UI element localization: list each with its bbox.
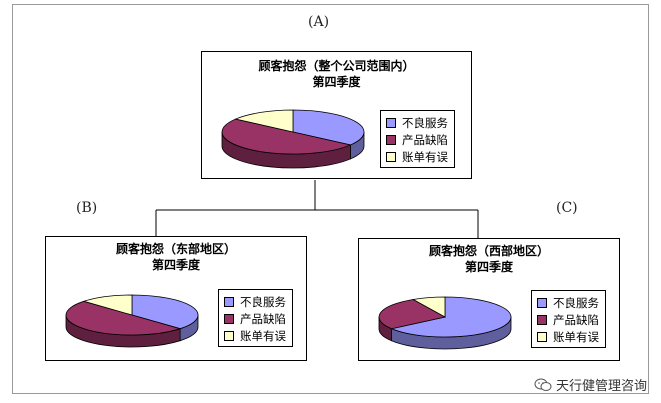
pie-chart <box>378 296 512 350</box>
legend-label: 产品缺陷 <box>240 311 286 326</box>
watermark: 天行健管理咨询 <box>534 375 647 394</box>
legend-item: 不良服务 <box>537 294 599 311</box>
legend-label: 账单有误 <box>240 328 286 343</box>
chart-subtitle: 第四季度 <box>151 258 200 272</box>
legend-label: 不良服务 <box>402 115 448 130</box>
legend-swatch <box>224 313 234 324</box>
chart-subtitle: 第四季度 <box>464 260 513 274</box>
pie-chart <box>221 109 365 169</box>
chart-legend: 不良服务产品缺陷账单有误 <box>531 290 606 348</box>
chart-west-region: 顾客抱怨（西部地区） 第四季度 不良服务产品缺陷账单有误 <box>358 238 620 361</box>
legend-swatch <box>537 331 547 342</box>
legend-item: 产品缺陷 <box>224 310 286 327</box>
panel-label-c: (C) <box>556 200 578 216</box>
panel-label-b: (B) <box>76 200 98 216</box>
pie-slice-产品缺陷 <box>221 118 352 155</box>
legend-swatch <box>537 314 547 325</box>
legend-swatch <box>224 296 234 307</box>
legend-label: 不良服务 <box>240 294 286 309</box>
legend-item: 产品缺陷 <box>537 311 599 328</box>
chart-company-wide: 顾客抱怨（整个公司范围内） 第四季度 不良服务产品缺陷账单有误 <box>201 51 472 179</box>
legend-label: 账单有误 <box>553 329 599 344</box>
wechat-icon <box>534 378 552 391</box>
legend-item: 产品缺陷 <box>386 131 448 148</box>
pie-slice-产品缺陷 <box>378 299 447 330</box>
watermark-text: 天行健管理咨询 <box>555 379 647 394</box>
legend-item: 不良服务 <box>224 293 286 310</box>
legend-item: 账单有误 <box>537 328 599 345</box>
legend-label: 不良服务 <box>553 295 599 310</box>
chart-title: 顾客抱怨（东部地区） <box>115 242 236 256</box>
legend-swatch <box>386 117 396 128</box>
legend-label: 产品缺陷 <box>553 312 599 327</box>
pie-slice-账单有误 <box>234 109 294 133</box>
chart-title-block: 顾客抱怨（西部地区） 第四季度 <box>359 243 619 275</box>
pie-slice-产品缺陷 <box>65 300 182 336</box>
legend-item: 不良服务 <box>386 114 448 131</box>
pie-slice-账单有误 <box>412 296 446 318</box>
legend-item: 账单有误 <box>386 148 448 165</box>
legend-item: 账单有误 <box>224 327 286 344</box>
legend-swatch <box>386 134 396 145</box>
chart-title: 顾客抱怨（整个公司范围内） <box>258 59 415 73</box>
pie-slice-不良服务 <box>131 294 199 330</box>
chart-title-block: 顾客抱怨（整个公司范围内） 第四季度 <box>202 58 471 90</box>
legend-label: 产品缺陷 <box>402 132 448 147</box>
pie-chart <box>65 294 199 348</box>
pie-slice-不良服务 <box>390 296 512 338</box>
chart-title: 顾客抱怨（西部地区） <box>428 244 549 258</box>
legend-label: 账单有误 <box>402 149 448 164</box>
chart-subtitle: 第四季度 <box>312 75 361 89</box>
pie-slice-不良服务 <box>292 109 365 146</box>
legend-swatch <box>386 151 396 162</box>
chart-title-block: 顾客抱怨（东部地区） 第四季度 <box>46 241 306 273</box>
legend-swatch <box>537 297 547 308</box>
chart-legend: 不良服务产品缺陷账单有误 <box>380 110 455 168</box>
chart-legend: 不良服务产品缺陷账单有误 <box>218 289 293 347</box>
pie-slice-账单有误 <box>82 294 133 316</box>
panel-label-a: (A) <box>308 14 330 30</box>
legend-swatch <box>224 330 234 341</box>
chart-east-region: 顾客抱怨（东部地区） 第四季度 不良服务产品缺陷账单有误 <box>45 236 307 361</box>
